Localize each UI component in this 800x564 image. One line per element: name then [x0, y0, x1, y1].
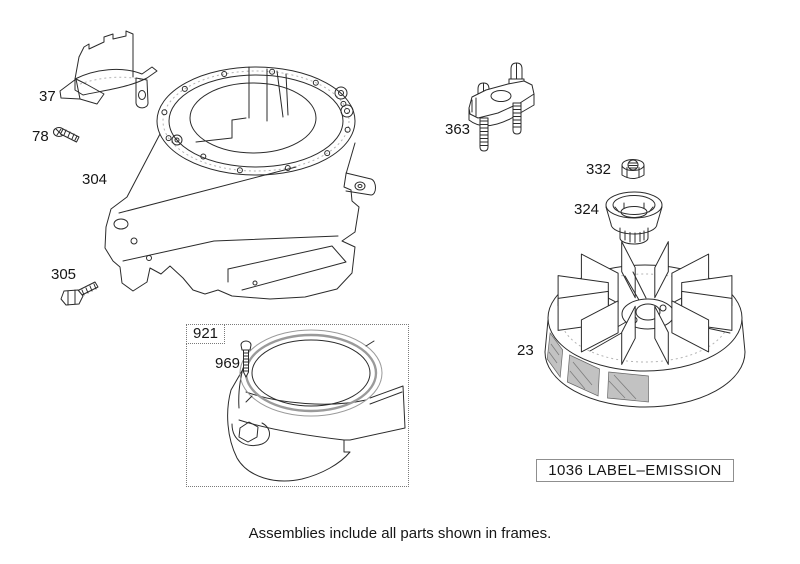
screw-78-drawing — [53, 127, 80, 143]
footnote: Assemblies include all parts shown in fr… — [248, 525, 552, 542]
cup-drawing — [605, 191, 663, 245]
emission-label-box: 1036 LABEL–EMISSION — [536, 459, 734, 482]
screw-969-drawing — [240, 340, 252, 378]
callout-304: 304 — [82, 171, 108, 188]
callout-332: 332 — [586, 161, 612, 178]
assembly-frame-921: 921 — [186, 324, 409, 487]
bolt-305-drawing — [60, 281, 99, 306]
frame-921-tag: 921 — [186, 324, 226, 344]
guard-drawing — [59, 30, 158, 109]
callout-37: 37 — [39, 88, 56, 105]
ring-bolt-holes — [161, 68, 351, 174]
callout-305: 305 — [51, 266, 77, 283]
callout-363: 363 — [445, 121, 471, 138]
emission-label-text: 1036 LABEL–EMISSION — [548, 462, 722, 479]
blower-housing-drawing — [104, 66, 376, 300]
locknut-drawing — [621, 159, 645, 179]
rim-vent-slots — [546, 332, 649, 403]
callout-324: 324 — [574, 201, 600, 218]
callout-78: 78 — [32, 128, 49, 145]
callout-969: 969 — [215, 355, 241, 372]
callout-23: 23 — [517, 342, 534, 359]
governor-bracket-drawing — [468, 62, 535, 152]
flywheel-drawing — [544, 241, 746, 408]
